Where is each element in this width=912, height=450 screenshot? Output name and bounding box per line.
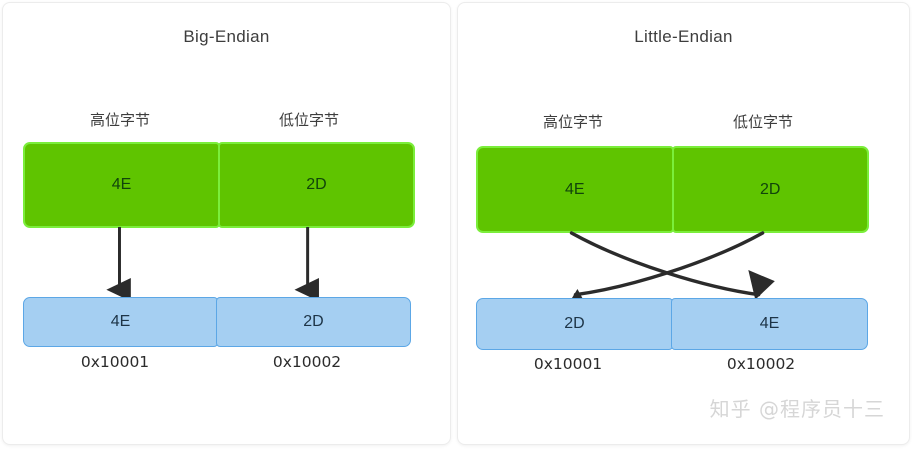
memory-byte-cell-0: 2D	[476, 298, 673, 350]
address-label-0: 0x10001	[533, 355, 603, 373]
arrow-low-byte-to-addr-0	[563, 231, 765, 316]
arrow-high-byte-to-addr-1	[569, 231, 775, 300]
byte-label-low-left: 低位字节	[278, 111, 340, 129]
source-byte-cell-0: 4E	[476, 146, 674, 233]
source-byte-cell-1: 2D	[218, 142, 415, 228]
source-bytes-row-big-endian: 4E 2D	[23, 142, 415, 228]
source-bytes-row-little-endian: 4E 2D	[476, 146, 869, 233]
address-label-0: 0x10001	[80, 353, 150, 371]
byte-label-low-right: 低位字节	[732, 113, 794, 131]
watermark: 知乎 @程序员十三	[709, 397, 885, 421]
address-label-1: 0x10002	[272, 353, 342, 371]
memory-byte-cell-1: 4E	[671, 298, 868, 350]
panel-title-big-endian: Big-Endian	[183, 27, 270, 46]
source-byte-cell-0: 4E	[23, 142, 220, 228]
byte-label-high-left: 高位字节	[89, 111, 151, 129]
byte-label-high-right: 高位字节	[542, 113, 604, 131]
memory-byte-cell-1: 2D	[216, 297, 411, 347]
address-label-1: 0x10002	[726, 355, 796, 373]
memory-bytes-row-big-endian: 4E 2D	[23, 297, 411, 347]
memory-bytes-row-little-endian: 2D 4E	[476, 298, 868, 350]
panel-title-little-endian: Little-Endian	[634, 27, 733, 46]
panel-little-endian: Little-Endian 高位字节 低位字节 4E 2D 2D 4E 0x10…	[457, 2, 910, 445]
source-byte-cell-1: 2D	[671, 146, 869, 233]
memory-byte-cell-0: 4E	[23, 297, 218, 347]
panel-big-endian: Big-Endian 高位字节 低位字节 4E 2D 4E 2D 0x10001…	[2, 2, 451, 445]
